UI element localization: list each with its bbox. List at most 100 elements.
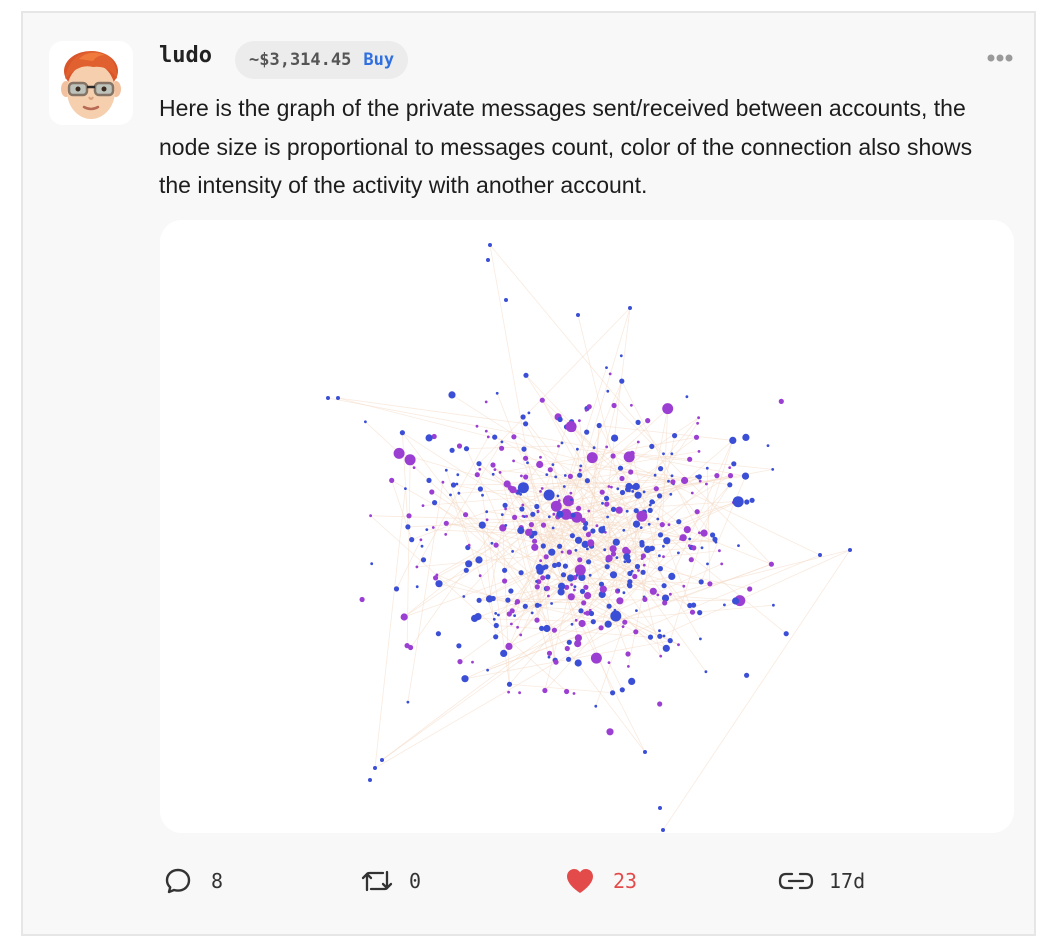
graph-node: [517, 526, 525, 535]
graph-node: [456, 443, 463, 449]
graph-node: [556, 510, 564, 518]
graph-node: [700, 546, 704, 550]
graph-node: [530, 611, 534, 615]
graph-node: [670, 479, 676, 485]
graph-node: [598, 581, 605, 587]
graph-node: [412, 466, 416, 469]
graph-edge: [613, 499, 753, 510]
graph-node: [661, 828, 665, 832]
graph-node: [604, 620, 612, 628]
graph-node: [584, 592, 592, 600]
graph-node: [634, 563, 641, 570]
graph-node: [425, 434, 433, 442]
repost-count: 0: [409, 869, 422, 893]
graph-node: [647, 634, 654, 640]
graph-node: [657, 701, 663, 707]
graph-node: [744, 672, 750, 678]
repost-button[interactable]: 0: [359, 861, 421, 901]
graph-node: [449, 447, 455, 453]
graph-node: [560, 572, 567, 578]
graph-node: [455, 482, 459, 486]
graph-node: [478, 467, 482, 471]
graph-node: [566, 639, 572, 645]
graph-node: [705, 466, 709, 470]
avatar[interactable]: [49, 41, 133, 125]
graph-node: [728, 466, 732, 469]
buy-button[interactable]: Buy: [363, 50, 395, 70]
graph-node: [478, 574, 482, 578]
graph-node: [570, 512, 576, 518]
graph-node: [518, 691, 521, 695]
graph-node: [467, 543, 471, 547]
graph-edge: [654, 408, 669, 476]
graph-edge: [670, 549, 851, 595]
graph-node: [574, 634, 582, 642]
graph-node: [486, 258, 490, 262]
graph-node: [475, 556, 483, 564]
graph-node: [514, 602, 518, 605]
graph-edge: [595, 622, 626, 707]
graph-node: [609, 545, 617, 553]
graph-node: [463, 567, 469, 573]
graph-node: [605, 554, 613, 562]
graph-node: [609, 571, 618, 579]
more-options-button[interactable]: [985, 49, 1015, 67]
graph-node: [625, 549, 631, 555]
graph-node: [627, 665, 630, 668]
graph-edge: [509, 683, 613, 694]
graph-node: [608, 372, 612, 376]
graph-node: [698, 531, 701, 535]
graph-node: [656, 593, 660, 597]
graph-node: [498, 471, 502, 474]
graph-node: [649, 499, 655, 505]
graph-node: [615, 506, 623, 514]
graph-node: [539, 455, 542, 459]
graph-node: [705, 482, 708, 486]
graph-node: [628, 306, 632, 310]
graph-edge: [520, 475, 731, 531]
graph-node: [536, 509, 540, 513]
graph-node: [604, 495, 610, 501]
graph-edge: [657, 594, 740, 602]
post-image[interactable]: [160, 220, 1014, 833]
share-link-button[interactable]: 17d: [777, 861, 865, 901]
graph-node: [535, 580, 538, 583]
graph-edge: [489, 598, 740, 602]
network-graph-image: [160, 220, 1014, 833]
graph-node: [700, 529, 708, 537]
reply-button[interactable]: 8: [163, 861, 223, 901]
graph-node: [695, 475, 699, 478]
author-name[interactable]: ludo: [159, 43, 212, 68]
graph-node: [520, 414, 526, 420]
graph-node: [636, 440, 640, 444]
graph-node: [662, 555, 665, 558]
graph-node: [404, 454, 416, 466]
graph-node: [550, 500, 562, 512]
graph-node: [519, 633, 523, 637]
graph-node: [623, 553, 631, 561]
graph-node: [630, 403, 633, 407]
price-value: ~$3,314.45: [249, 50, 352, 70]
graph-node: [538, 603, 542, 607]
graph-node: [522, 603, 528, 609]
graph-node: [670, 474, 674, 478]
graph-node: [710, 532, 716, 538]
graph-edge: [662, 549, 851, 831]
graph-node: [622, 619, 628, 625]
graph-node: [495, 391, 499, 395]
graph-node: [595, 524, 599, 528]
graph-edge: [370, 515, 662, 525]
graph-node: [588, 610, 595, 617]
graph-node: [463, 512, 469, 518]
graph-node: [653, 486, 659, 492]
like-button[interactable]: 23: [565, 861, 637, 901]
graph-node: [601, 501, 604, 505]
graph-node: [431, 526, 435, 529]
graph-node: [639, 539, 645, 546]
graph-edge: [620, 467, 730, 486]
graph-node: [615, 556, 619, 559]
graph-node: [661, 594, 670, 602]
graph-node: [420, 557, 427, 563]
graph-edge: [632, 452, 690, 460]
graph-node: [698, 479, 702, 483]
